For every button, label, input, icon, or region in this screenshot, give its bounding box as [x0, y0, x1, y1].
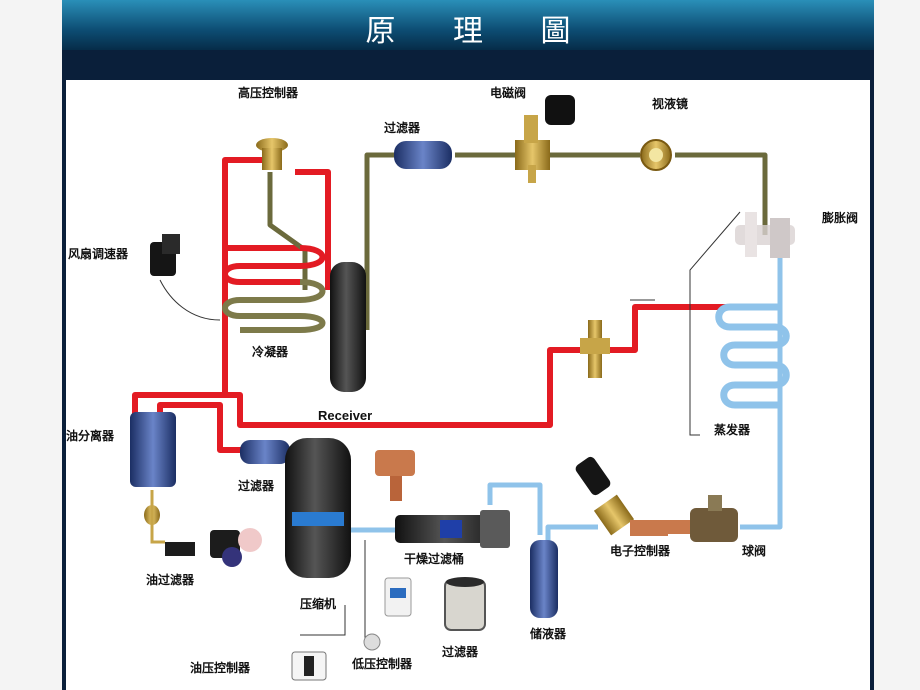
condenser-coils: [222, 245, 326, 333]
expansion-valve: [735, 212, 795, 258]
filter-mid: [240, 440, 290, 464]
hot-gas-lines: [132, 157, 780, 453]
compressor: [285, 438, 351, 578]
pipe-oil-sep-to-filter: [157, 402, 245, 453]
filter-top: [394, 141, 452, 169]
dry-filter-tank: [395, 510, 510, 548]
label-high-pressure-controller: 高压控制器: [238, 85, 299, 100]
filter-bottom: [444, 577, 486, 631]
high-pressure-controller: [256, 138, 288, 170]
label-evaporator: 蒸发器: [714, 422, 751, 437]
pipe-receiver-to-drier: [487, 482, 543, 535]
evaporator-coils: [715, 303, 790, 409]
label-filter-bottom: 过滤器: [442, 644, 479, 659]
label-sight-glass: 视液镜: [652, 96, 688, 111]
title-bar: 原 理 圖: [62, 0, 874, 50]
slide-title: 原 理 圖: [365, 14, 595, 49]
pipe-sight-to-expansion: [675, 152, 768, 235]
label-electronic-controller: 电子控制器: [610, 543, 671, 558]
distributor-valve: [580, 320, 610, 378]
label-liquid-receiver: 储液器: [530, 626, 567, 641]
right-border: [870, 80, 874, 690]
label-ball-valve: 球阀: [742, 543, 766, 558]
pipe-hp-controller: [267, 172, 308, 290]
liquid-receiver: [530, 540, 558, 618]
label-receiver: Receiver: [318, 408, 372, 423]
oil-pump: [210, 528, 262, 567]
header-band: [62, 50, 874, 80]
label-expansion-valve: 膨胀阀: [821, 210, 858, 225]
copper-fitting: [375, 450, 415, 501]
ball-valve: [668, 495, 738, 542]
sight-glass: [640, 139, 672, 171]
fan-speed-controller: [150, 234, 180, 276]
label-fan-speed-controller: 风扇调速器: [68, 246, 129, 261]
capillary-line: [689, 211, 741, 436]
left-border: [62, 80, 66, 690]
electronic-controller: [575, 456, 668, 536]
pipe-hot-receiver: [295, 169, 331, 290]
label-compressor: 压缩机: [300, 596, 336, 611]
label-dry-filter-tank: 干燥过滤桶: [404, 551, 464, 566]
label-solenoid-valve: 电磁阀: [490, 85, 526, 100]
label-oil-pressure-controller: 油压控制器: [190, 660, 251, 675]
thin-lines: [159, 211, 741, 645]
pipe-hot-return: [225, 304, 780, 428]
oil-filter: [144, 490, 195, 556]
oil-separator: [130, 412, 176, 487]
pipe-controller-to-receiver: [545, 524, 598, 545]
fan-controller-cable: [159, 279, 221, 321]
op-capillary: [300, 605, 346, 636]
label-condenser: 冷凝器: [252, 344, 289, 359]
pipe-hot-left: [132, 157, 270, 415]
receiver-tank: [330, 262, 366, 392]
solenoid-valve: [515, 95, 575, 183]
label-filter-top: 过滤器: [384, 120, 421, 135]
label-filter-mid: 过滤器: [238, 478, 275, 493]
low-pressure-controller: [363, 577, 412, 651]
pipe-receiver-up: [364, 152, 395, 330]
label-oil-filter: 油过滤器: [146, 572, 195, 587]
label-oil-separator: 油分离器: [66, 428, 115, 443]
oil-pressure-controller: [291, 651, 327, 681]
label-low-pressure-controller: 低压控制器: [351, 656, 413, 671]
